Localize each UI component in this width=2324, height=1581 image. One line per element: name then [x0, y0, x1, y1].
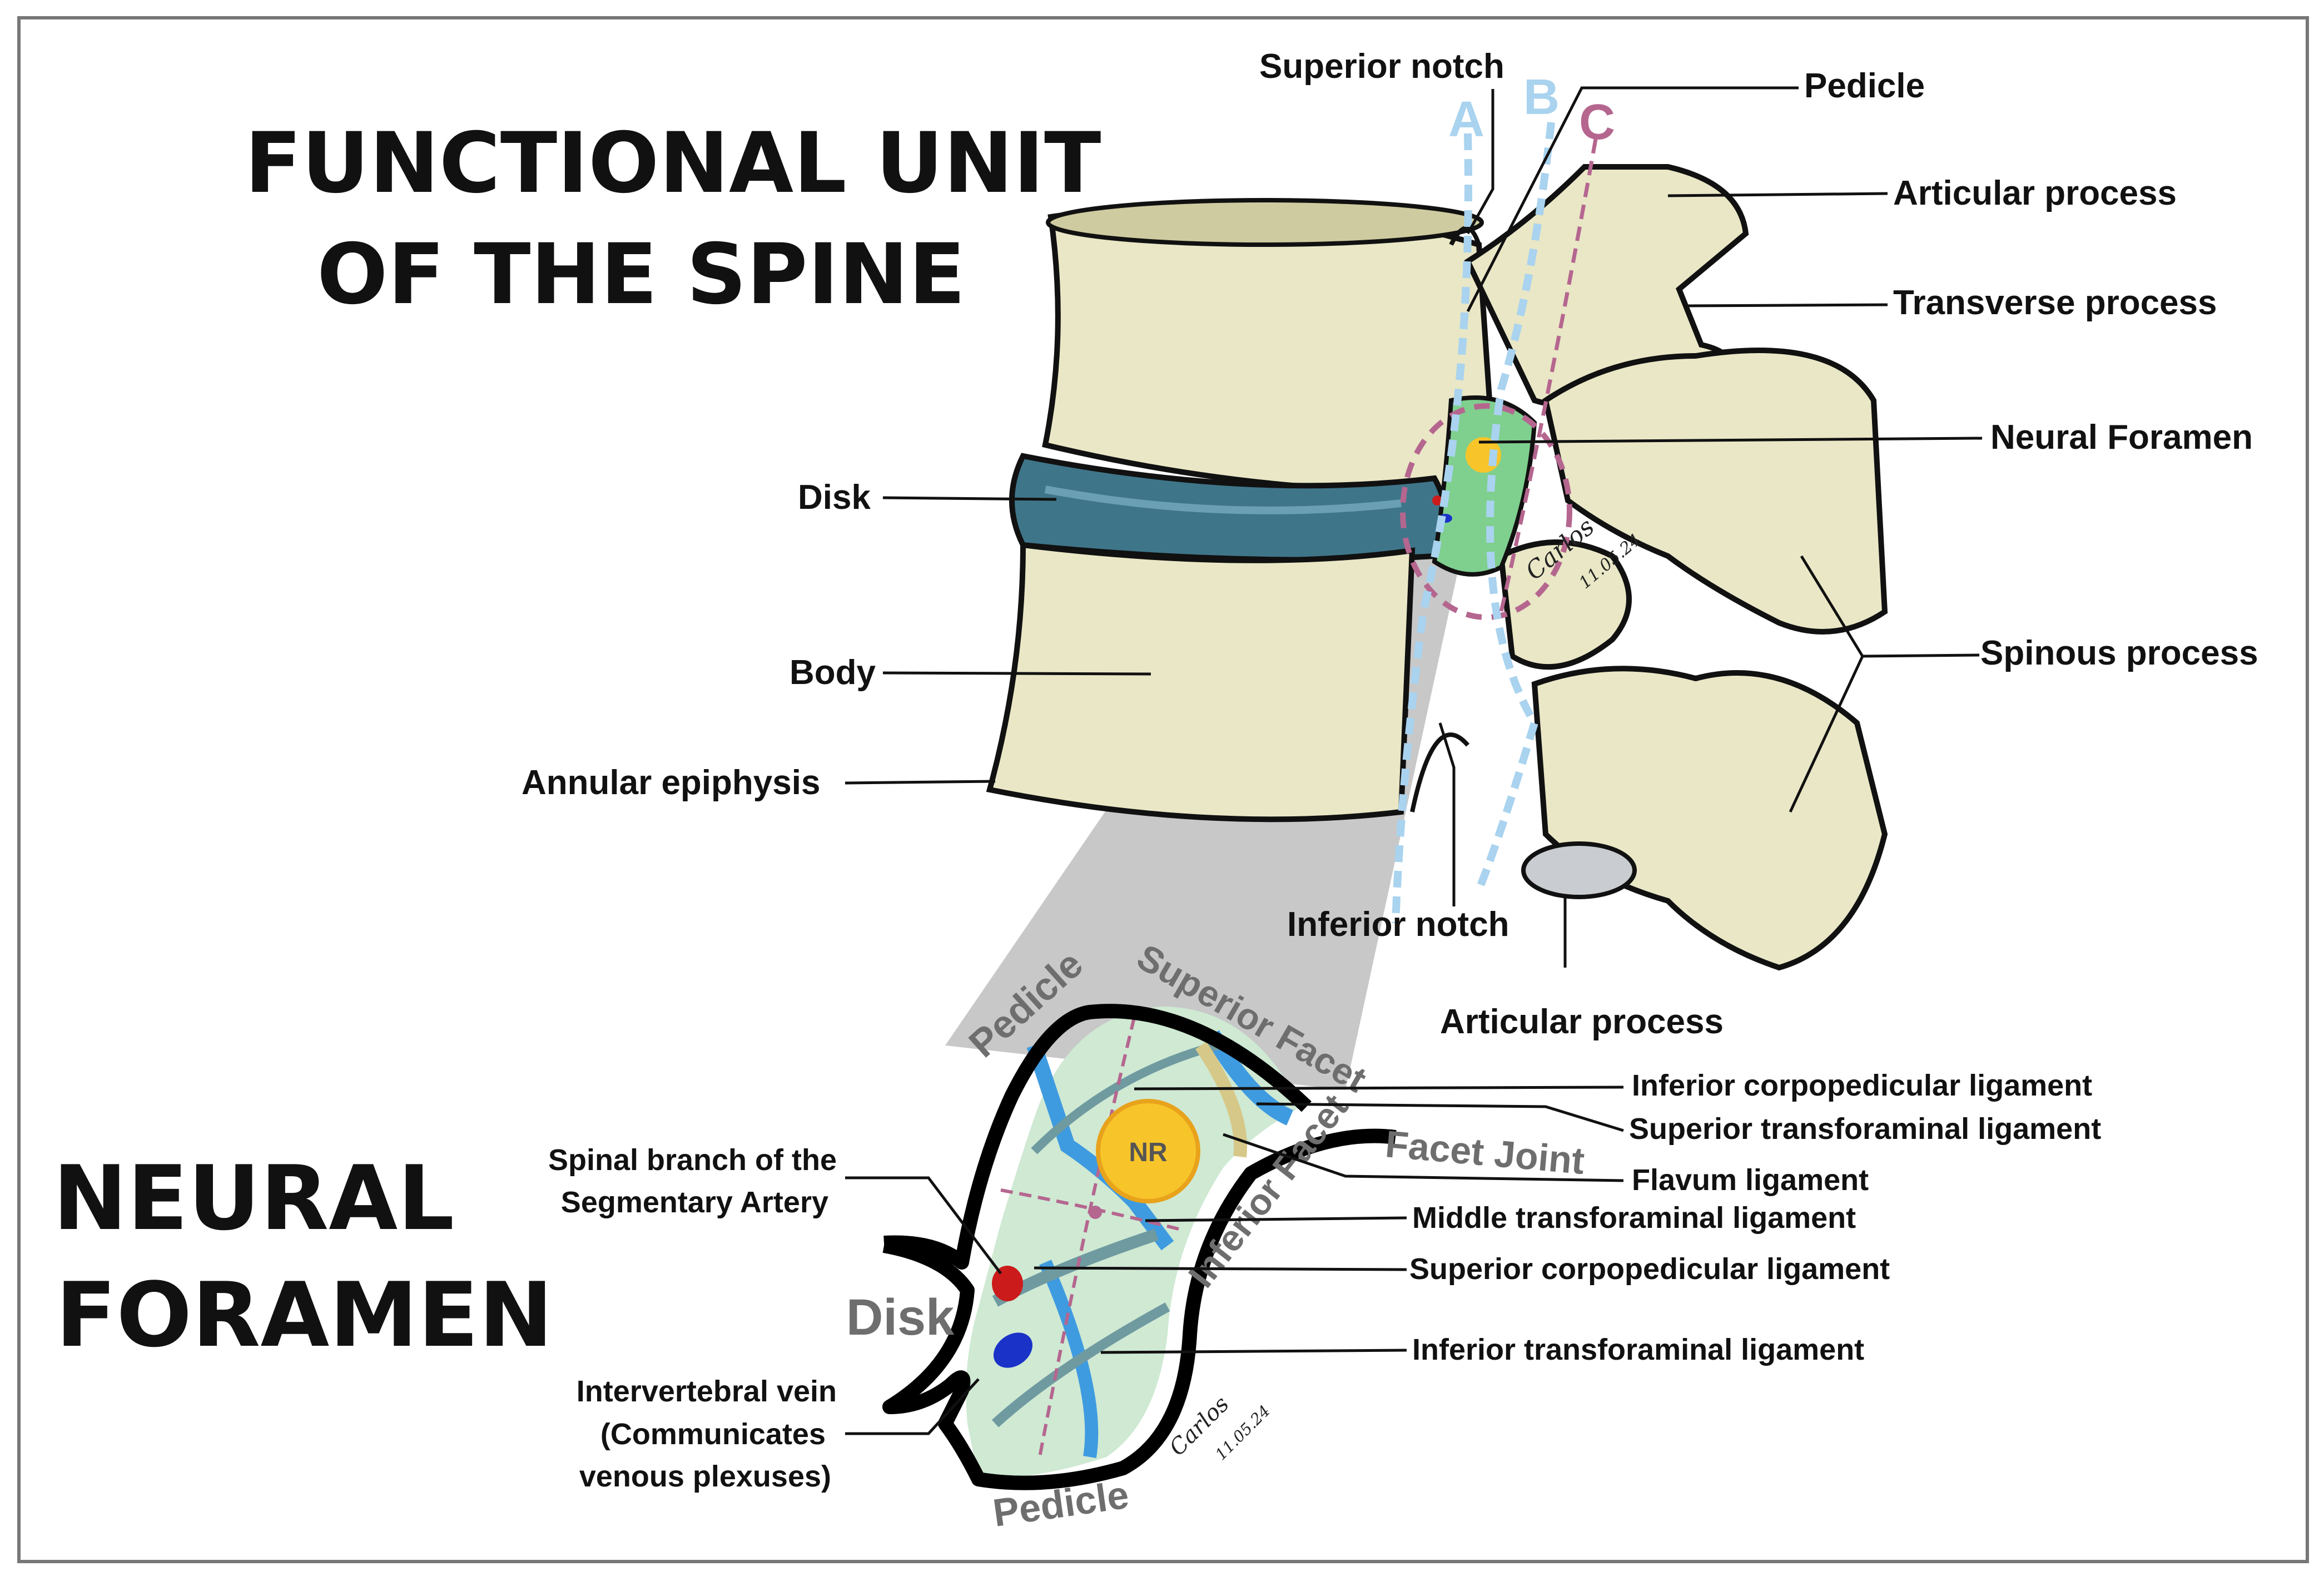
ligament-gray-3	[1031, 1041, 1219, 1154]
label-body: Body	[789, 653, 876, 692]
foramen-outline-upper	[883, 1004, 1312, 1270]
superior-notch-shape	[1449, 226, 1481, 246]
intersection-dot	[1089, 1206, 1102, 1219]
vertebra-illustration	[986, 164, 1888, 971]
title-functional-line1: FUNCTIONAL UNIT	[245, 115, 1101, 212]
disk-highlight	[1044, 485, 1402, 514]
inferior-notch-shape	[1410, 732, 1470, 812]
label-vein-line2: (Communicates	[600, 1418, 826, 1451]
upper-vertebral-body	[1042, 202, 1499, 494]
artery-small	[1432, 495, 1442, 505]
upper-spinous-process	[1542, 348, 1888, 635]
label-superior-corpopedicular: Superior corpopedicular ligament	[1409, 1252, 1890, 1286]
facet-region	[1498, 539, 1632, 670]
upper-leader-lines	[845, 86, 1983, 968]
label-articular-process: Articular process	[1893, 174, 2177, 212]
label-superior-transforaminal: Superior transforaminal ligament	[1629, 1112, 2101, 1146]
title-functional-line2: OF THE SPINE	[317, 226, 966, 323]
ligament-blue-2	[1039, 1260, 1099, 1458]
lower-vertebral-body	[986, 542, 1416, 822]
plane-line-c	[1499, 138, 1598, 612]
plane-line-b	[1475, 122, 1555, 891]
nerve-root-label: NR	[1129, 1138, 1167, 1167]
lower-articular-facet	[1521, 841, 1637, 899]
plane-label-a: A	[1448, 92, 1484, 147]
label-artery-line2: Segmentary Artery	[561, 1186, 828, 1219]
label-spinous-process: Spinous process	[1980, 634, 2258, 672]
plane-line-a	[1392, 133, 1472, 924]
label-annular-epiphysis: Annular epiphysis	[522, 764, 820, 802]
upper-endplate	[1046, 198, 1484, 247]
lower-spinous-process	[1531, 666, 1888, 971]
foramen-outline-lower	[882, 1128, 1397, 1490]
title-neural-line2: FORAMEN	[56, 1263, 553, 1367]
ligament-gray-2	[991, 1302, 1170, 1428]
label-disk: Disk	[798, 478, 871, 517]
lower-leader-lines	[845, 1086, 1624, 1435]
label-vein-line3: venous plexuses)	[579, 1460, 831, 1493]
dashed-vertical	[1038, 1017, 1136, 1458]
label-pedicle: Pedicle	[1804, 67, 1925, 105]
region-facet-joint: Facet Joint	[1384, 1123, 1586, 1182]
label-flavum: Flavum ligament	[1632, 1163, 1869, 1197]
label-vein-line1: Intervertebral vein	[577, 1375, 837, 1408]
label-artery-line1: Spinal branch of the	[548, 1143, 837, 1177]
segmentary-artery	[992, 1266, 1023, 1301]
frame-border	[17, 16, 2309, 1563]
nerve-root	[1096, 1099, 1200, 1203]
foramen-outline-dashed	[1400, 403, 1572, 620]
flavum-band	[1195, 1042, 1248, 1158]
foramen-detail: NR	[882, 1004, 1397, 1490]
label-neural-foramen: Neural Foramen	[1990, 418, 2253, 457]
intervertebral-vein	[993, 1332, 1033, 1368]
plane-label-b: B	[1523, 70, 1560, 125]
label-superior-notch: Superior notch	[1259, 47, 1504, 86]
region-disk: Disk	[846, 1289, 955, 1346]
label-inferior-notch: Inferior notch	[1287, 905, 1509, 944]
label-middle-transforaminal: Middle transforaminal ligament	[1412, 1201, 1856, 1235]
label-inferior-corpopedicular: Inferior corpopedicular ligament	[1632, 1069, 2092, 1102]
dashed-horizontal	[1000, 1188, 1179, 1231]
label-inferior-transforaminal: Inferior transforaminal ligament	[1412, 1333, 1864, 1366]
title-neural-line1: NEURAL	[53, 1146, 454, 1250]
label-transverse-process: Transverse process	[1893, 284, 2217, 322]
plane-label-c: C	[1579, 95, 1615, 150]
label-articular-process-lower: Articular process	[1440, 1003, 1724, 1041]
